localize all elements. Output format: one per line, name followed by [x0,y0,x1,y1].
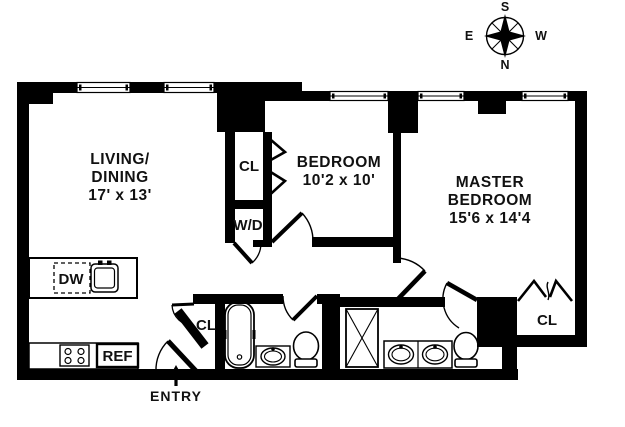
compass-north-label: N [500,58,509,72]
window [163,81,215,94]
washer-dryer-label: W/D [233,217,262,234]
washer-dryer-door [232,241,262,265]
refrigerator-label: REF [103,348,133,365]
wall-segment [263,132,272,247]
living-room-label-line2: DINING [91,169,148,186]
dishwasher-label: DW [59,271,85,288]
master-closet-label: CL [537,312,557,329]
room-labels: LIVING/ DINING 17' x 13' BEDROOM 10'2 x … [59,151,558,404]
master-bedroom-label-line1: MASTER [456,174,524,191]
master-bathroom-door [442,281,479,329]
wall-segment [253,240,272,247]
bedroom-dims: 10'2 x 10' [303,172,376,189]
island-sink [90,260,119,293]
entry-closet-label: CL [196,317,216,334]
windows [76,81,569,102]
master-bedroom-label-line2: BEDROOM [448,192,532,209]
wall-segment [225,132,235,243]
entry-door [155,339,198,373]
wall-segment [502,335,587,347]
wall-segment [215,294,225,374]
bathtub [223,301,256,369]
compass-south-label: S [501,0,509,14]
window [76,81,131,94]
entry-arrow-icon [170,365,182,386]
doors [155,133,574,373]
compass-east-label: E [465,29,473,43]
entry-closet-door [171,302,195,327]
dishwasher-outline [53,262,91,294]
refrigerator-outline [95,342,140,369]
bedroom-closet-bifold [263,133,288,201]
wall-segment [17,82,29,380]
wall-segment [17,369,518,380]
bedroom-closet-label: CL [239,158,259,175]
window [417,90,465,102]
kitchen-island [28,257,138,299]
entry-label: ENTRY [150,388,202,404]
toilet [453,331,479,368]
window [521,90,569,102]
bedroom-label: BEDROOM [297,154,381,171]
bathroom-2 [345,308,479,369]
living-room-dims: 17' x 13' [88,187,152,204]
shower [345,308,379,368]
angled-wall-segment [174,308,209,349]
bathroom-sink [255,345,291,368]
stove [59,344,90,367]
wall-segment [340,297,445,307]
master-bedroom-dims: 15'6 x 14'4 [449,210,531,227]
master-bedroom-door [395,257,427,302]
compass-west-label: W [535,29,547,43]
wall-segment [217,82,265,132]
wall-segment [478,91,506,114]
bedroom-door [270,211,314,244]
kitchen [28,257,140,370]
wall-segment [393,133,401,263]
wall-segment [575,91,587,347]
walls [17,82,587,380]
wall-segment [312,237,395,247]
window [329,90,389,102]
wall-segment [17,82,302,93]
wall-segment [388,91,418,133]
toilet [292,331,320,368]
wall-segment [193,294,283,304]
master-closet-bifold [516,278,574,302]
bathroom-1 [223,301,320,369]
double-vanity [383,340,453,369]
wall-segment [225,200,272,209]
living-room-label-line1: LIVING/ [90,151,150,168]
wall-segment [322,294,340,380]
bathroom-1-door [282,294,319,322]
compass-rose-icon: S N E W [465,0,547,72]
